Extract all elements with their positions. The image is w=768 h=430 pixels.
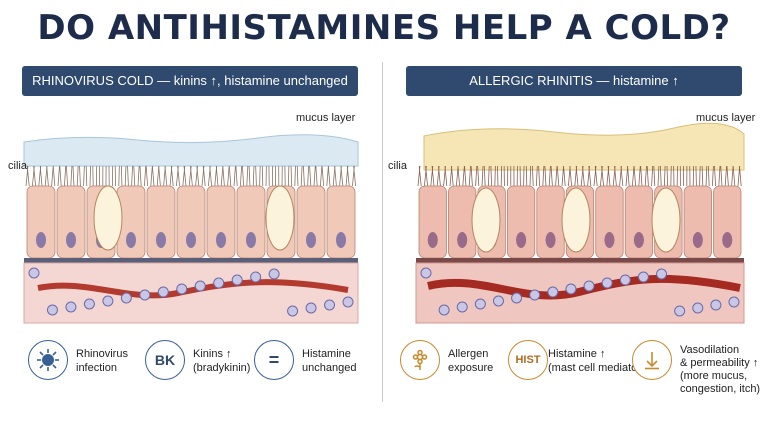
- cell-nucleus: [427, 232, 438, 248]
- immune-cell: [28, 267, 40, 279]
- left-mucus-layer: [23, 134, 359, 167]
- immune-cell: [583, 280, 595, 292]
- immune-cell: [692, 302, 704, 314]
- cell-nucleus: [246, 232, 256, 248]
- immune-cell: [492, 295, 504, 307]
- page-title: DO ANTIHISTAMINES HELP A COLD?: [37, 8, 731, 48]
- left-epithelial-cells: [26, 185, 356, 259]
- right-mucus-layer: [423, 122, 745, 171]
- immune-cell: [710, 299, 722, 311]
- right-blood-vessel: [427, 274, 741, 300]
- cell-nucleus: [722, 232, 733, 248]
- immune-cell: [194, 280, 206, 292]
- cell-nucleus: [633, 232, 644, 248]
- immune-cell: [65, 301, 77, 313]
- equals-icon: =: [254, 340, 294, 380]
- immune-cell: [511, 292, 523, 304]
- legend-text: Kinins ↑(bradykinin): [193, 348, 251, 374]
- down-arrow-icon: [632, 340, 672, 380]
- immune-cell: [529, 289, 541, 301]
- immune-cell: [565, 283, 577, 295]
- immune-cell: [250, 271, 262, 283]
- cell-nucleus: [216, 232, 226, 248]
- left-goblet-cells: [93, 185, 295, 251]
- immune-cell: [176, 283, 188, 295]
- immune-cell: [231, 274, 243, 286]
- right-cilia-label: cilia: [388, 160, 407, 172]
- immune-cell: [656, 268, 668, 280]
- panel-divider: [382, 62, 383, 402]
- immune-cell: [83, 298, 95, 310]
- left-immune-cells: [28, 267, 354, 317]
- immune-cell: [139, 289, 151, 301]
- cell-nucleus: [156, 232, 166, 248]
- right-immune-cells: [420, 267, 740, 317]
- immune-cell: [157, 286, 169, 298]
- immune-cell: [120, 292, 132, 304]
- legend-text: Vasodilation& permeability ↑(more mucus,…: [680, 344, 761, 395]
- left-mucus-label: mucus layer: [296, 112, 356, 124]
- immune-cell: [268, 268, 280, 280]
- right-goblet-cells: [471, 187, 681, 253]
- immune-cell: [46, 304, 58, 316]
- left-banner: RHINOVIRUS COLD — kinins ↑, histamine un…: [22, 66, 358, 96]
- immune-cell: [213, 277, 225, 289]
- immune-cell: [102, 295, 114, 307]
- immune-cell: [728, 296, 740, 308]
- cell-nucleus: [457, 232, 468, 248]
- hist-badge: HIST: [508, 340, 548, 380]
- left-basement-membrane: [24, 258, 358, 263]
- immune-cell: [342, 296, 354, 308]
- bk-badge: BK: [145, 340, 185, 380]
- immune-cell: [637, 271, 649, 283]
- cell-nucleus: [336, 232, 346, 248]
- allergen-flower-icon: [400, 340, 440, 380]
- immune-cell: [547, 286, 559, 298]
- immune-cell: [601, 277, 613, 289]
- virus-icon: [28, 340, 68, 380]
- cell-nucleus: [545, 232, 556, 248]
- cell-nucleus: [516, 232, 527, 248]
- right-mucus-label: mucus layer: [696, 112, 756, 124]
- cell-nucleus: [126, 232, 136, 248]
- left-cilia: [25, 165, 356, 187]
- immune-cell: [456, 301, 468, 313]
- immune-cell: [619, 274, 631, 286]
- cell-nucleus: [186, 232, 196, 248]
- immune-cell: [305, 302, 317, 314]
- right-tissue-illustration: [415, 122, 745, 324]
- legend-text: Histamine ↑(mast cell mediator): [548, 348, 645, 374]
- immune-cell: [287, 305, 299, 317]
- right-banner: ALLERGIC RHINITIS — histamine ↑: [406, 66, 742, 96]
- cell-nucleus: [36, 232, 46, 248]
- right-cilia: [417, 165, 742, 187]
- cell-nucleus: [66, 232, 76, 248]
- left-cilia-label: cilia: [8, 160, 27, 172]
- immune-cell: [474, 298, 486, 310]
- right-basement-membrane: [416, 258, 744, 263]
- left-tissue-illustration: [23, 134, 359, 324]
- immune-cell: [324, 299, 336, 311]
- immune-cell: [438, 304, 450, 316]
- immune-cell: [674, 305, 686, 317]
- cell-nucleus: [306, 232, 316, 248]
- immune-cell: [420, 267, 432, 279]
- cell-nucleus: [692, 232, 703, 248]
- cell-nucleus: [604, 232, 615, 248]
